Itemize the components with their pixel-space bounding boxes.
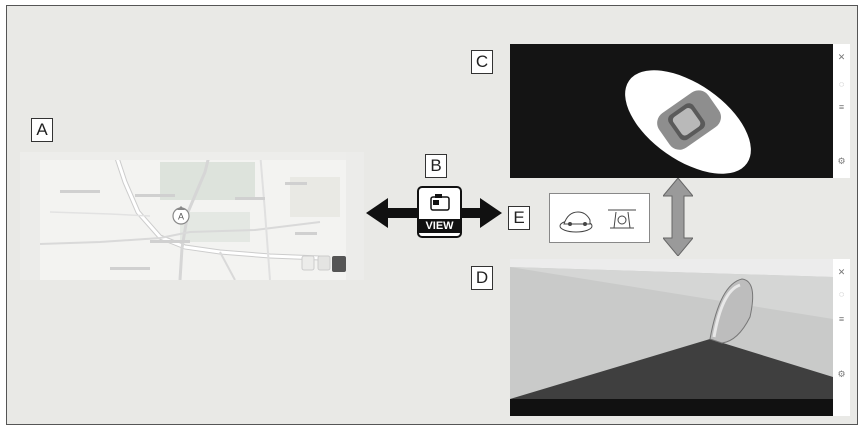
map-label (295, 232, 317, 235)
settings-icon[interactable]: ⚙ (837, 156, 846, 166)
car-view-icon[interactable] (556, 202, 596, 234)
map-label (285, 182, 307, 185)
label-d: D (471, 266, 493, 290)
vertical-double-arrow (663, 178, 693, 256)
view-icon[interactable]: ◌ (838, 289, 845, 299)
view-button-label: VIEW (419, 219, 460, 233)
svg-text:A: A (178, 212, 184, 222)
camera-icon (430, 194, 450, 211)
settings-icon[interactable]: ⚙ (837, 369, 846, 379)
camera-right-bar: ✕ ◌ ≡ ⚙ (833, 44, 850, 178)
map-graphic: A (20, 152, 364, 280)
label-e: E (508, 206, 530, 230)
map-label (110, 267, 150, 270)
map-label (60, 190, 100, 193)
map-label (135, 194, 175, 197)
map-screen[interactable]: A (20, 152, 364, 280)
camera-right-bar: ✕ ◌ ≡ ⚙ (833, 259, 850, 416)
view-button[interactable]: VIEW (417, 186, 462, 238)
view-icon[interactable]: ◌ (838, 79, 845, 89)
top-view-graphic (625, 70, 751, 174)
map-label (235, 197, 265, 200)
label-a: A (31, 118, 53, 142)
camera-screen-perspective[interactable]: ✕ ◌ ≡ ⚙ (510, 259, 850, 416)
close-icon[interactable]: ✕ (837, 52, 846, 62)
label-c: C (471, 50, 493, 74)
view-mode-icons (549, 193, 650, 243)
close-icon[interactable]: ✕ (837, 267, 846, 277)
menu-icon[interactable]: ≡ (838, 314, 845, 324)
surround-view-icon[interactable] (602, 202, 642, 234)
map-label (150, 240, 190, 243)
menu-icon[interactable]: ≡ (838, 102, 845, 112)
label-b: B (425, 154, 447, 178)
camera-screen-top[interactable]: ✕ ◌ ≡ ⚙ (510, 44, 850, 178)
perspective-view-graphic (510, 259, 833, 416)
